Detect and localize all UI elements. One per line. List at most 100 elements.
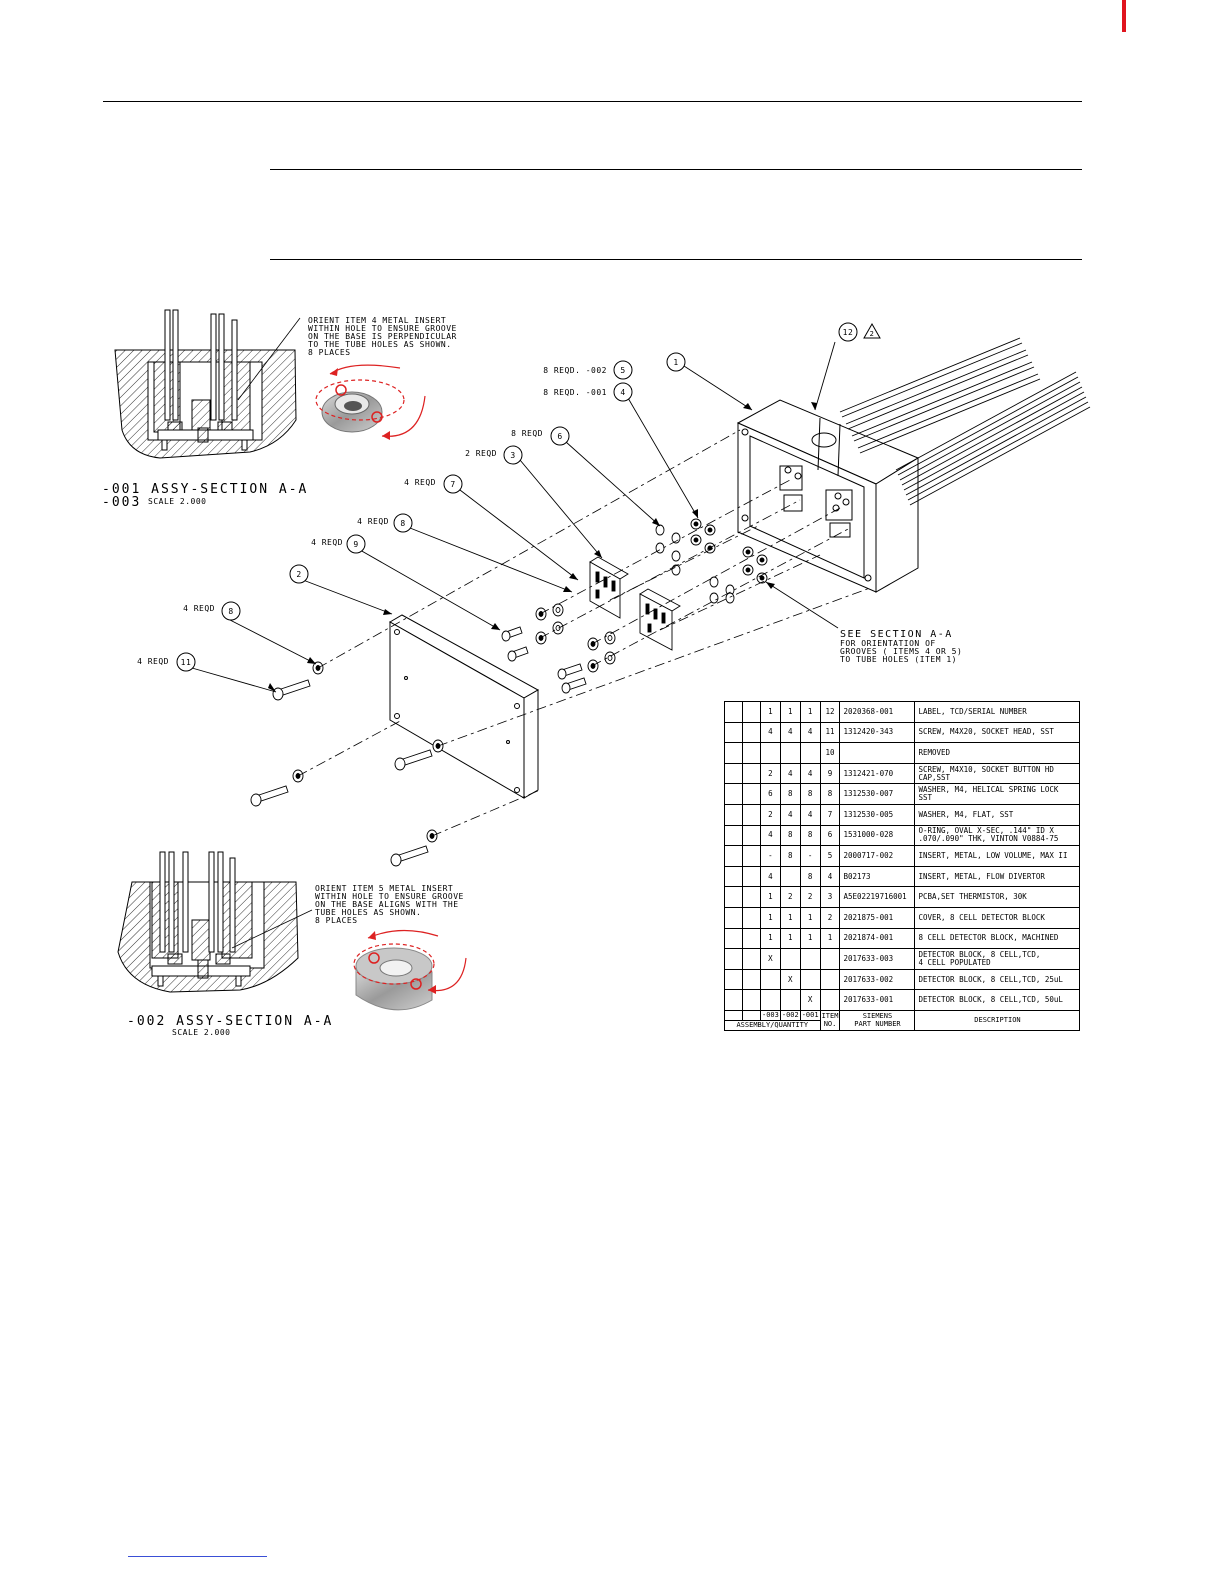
bom-qty-001: 1: [799, 701, 821, 723]
bom-blank-cell: [742, 762, 761, 785]
see-section-line-1: FOR ORIENTATION OF: [840, 639, 936, 648]
bom-qty-001: [799, 742, 821, 764]
bom-qty-001: 2: [799, 886, 821, 908]
bom-description-line: CAP,SST: [918, 772, 951, 782]
bom-blank-cell: [742, 742, 761, 764]
bom-part-number: 2021875-001: [839, 906, 916, 929]
section-a-title: -001 ASSY-SECTION A-A: [102, 482, 308, 497]
bom-qty-001: 1: [799, 906, 821, 929]
bom-part-number: 1312530-007: [839, 783, 916, 805]
bom-part-number: 2020368-001: [839, 701, 916, 723]
callout-5-qty: 8 REQD. -002: [543, 366, 607, 375]
bom-qty-003: [760, 742, 781, 764]
bom-part-number: 2017633-003: [839, 948, 916, 970]
bom-qty-002: 8: [779, 783, 801, 805]
leader-arrowheads: [268, 402, 817, 692]
bom-description: REMOVED: [914, 742, 1081, 764]
bom-qty-002: 2: [779, 886, 801, 908]
bom-blank-cell: [724, 762, 743, 785]
see-section-line-3: TO TUBE HOLES (ITEM 1): [840, 655, 957, 664]
bom-blank-cell: [724, 989, 743, 1011]
bom-description-line: INSERT, METAL, LOW VOLUME, MAX II: [918, 850, 1068, 860]
bom-description-line: SST: [918, 793, 932, 803]
bom-description: INSERT, METAL, LOW VOLUME, MAX II: [914, 845, 1081, 867]
bom-part-number: A5E02219716001: [839, 886, 916, 908]
bom-description: COVER, 8 CELL DETECTOR BLOCK: [914, 906, 1081, 929]
bom-qty-002: [779, 948, 801, 970]
callout-8: 8: [400, 519, 405, 528]
callout-8-qty: 4 REQD: [357, 517, 389, 526]
bom-blank-cell: [724, 824, 743, 847]
callout-9: 9: [353, 540, 358, 549]
callout-4-qty: 8 REQD. -001: [543, 388, 607, 397]
bom-blank-cell: [742, 906, 761, 929]
bom-item-no: 7: [819, 803, 841, 826]
bom-description: SCREW, M4X20, SOCKET HEAD, SST: [914, 721, 1081, 744]
header-rule: [103, 101, 1082, 102]
section-view-001: [114, 309, 426, 459]
bom-item-no: 5: [819, 845, 841, 867]
bom-item-no: [819, 968, 841, 991]
bom-blank-cell: [742, 845, 761, 867]
bom-part-number: 1312421-070: [839, 762, 916, 785]
bom-blank-cell: [724, 845, 743, 867]
bom-part-number: 2000717-002: [839, 845, 916, 867]
callout-1: 1: [673, 358, 678, 367]
callout-11-qty: 4 REQD: [137, 657, 169, 666]
caption-rule-bottom: [270, 259, 1082, 260]
section-a-scale: SCALE 2.000: [148, 497, 206, 506]
bom-description: O-RING, OVAL X-SEC, .144" ID X.070/.090"…: [914, 824, 1081, 847]
bom-description-line: INSERT, METAL, FLOW DIVERTOR: [918, 871, 1045, 881]
bom-header-002: -002: [779, 1009, 801, 1021]
callout-4: 4: [620, 388, 625, 397]
bom-part-number: 2017633-001: [839, 989, 916, 1011]
bom-description-line: WASHER, M4, HELICAL SPRING LOCK: [918, 785, 1059, 795]
bom-qty-002: 8: [779, 824, 801, 847]
bom-description-line: 8 CELL DETECTOR BLOCK, MACHINED: [918, 933, 1059, 943]
bom-item-no: 1: [819, 927, 841, 950]
bom-qty-002: 4: [779, 803, 801, 826]
bom-description-line: SCREW, M4X20, SOCKET HEAD, SST: [918, 727, 1054, 737]
bom-description: DETECTOR BLOCK, 8 CELL,TCD, 25uL: [914, 968, 1081, 991]
bom-qty-002: 1: [779, 701, 801, 723]
bom-qty-002: 8: [779, 845, 801, 867]
bom-qty-001: 8: [799, 824, 821, 847]
bom-blank-cell: [724, 783, 743, 805]
callout-12: 12: [843, 328, 854, 337]
callout-11: 11: [181, 658, 192, 667]
bom-blank-cell: [724, 906, 743, 929]
bom-qty-003: [760, 968, 781, 991]
bom-header-blank: [724, 1009, 743, 1021]
bom-qty-003: 4: [760, 865, 781, 888]
bom-description: 8 CELL DETECTOR BLOCK, MACHINED: [914, 927, 1081, 950]
section-b-note-2: WITHIN HOLE TO ENSURE GROOVE: [315, 892, 464, 901]
bom-qty-002: [779, 865, 801, 888]
bom-description-line: WASHER, M4, FLAT, SST: [918, 809, 1014, 819]
bom-part-number: 2021874-001: [839, 927, 916, 950]
callout-7-qty: 4 REQD: [404, 478, 436, 487]
bom-qty-003: 1: [760, 906, 781, 929]
bom-blank-cell: [724, 803, 743, 826]
bom-blank-cell: [742, 989, 761, 1011]
cover-item-2: [388, 614, 540, 799]
see-section-line-2: GROOVES ( ITEMS 4 OR 5): [840, 647, 962, 656]
bom-description-line: LABEL, TCD/SERIAL NUMBER: [918, 706, 1027, 716]
callout-9-qty: 4 REQD: [311, 538, 343, 547]
bom-description: LABEL, TCD/SERIAL NUMBER: [914, 701, 1081, 723]
exploded-assembly-drawing: 12 2 1 5 4 6 3 7 8 9 2 8 11 8 REQD. -002…: [102, 309, 1091, 1037]
section-a-note-2: WITHIN HOLE TO ENSURE GROOVE: [308, 324, 457, 333]
bom-qty-003: 2: [760, 762, 781, 785]
callout-3: 3: [510, 451, 515, 460]
bom-description-line: DETECTOR BLOCK, 8 CELL,TCD,: [918, 949, 1041, 959]
bom-part-number: 1312420-343: [839, 721, 916, 744]
page-edge-marker: [1122, 0, 1126, 32]
bom-blank-cell: [742, 865, 761, 888]
bom-qty-002: 4: [779, 762, 801, 785]
section-a-note-4: TO THE TUBE HOLES AS SHOWN.: [308, 340, 452, 349]
bom-item-no: [819, 989, 841, 1011]
